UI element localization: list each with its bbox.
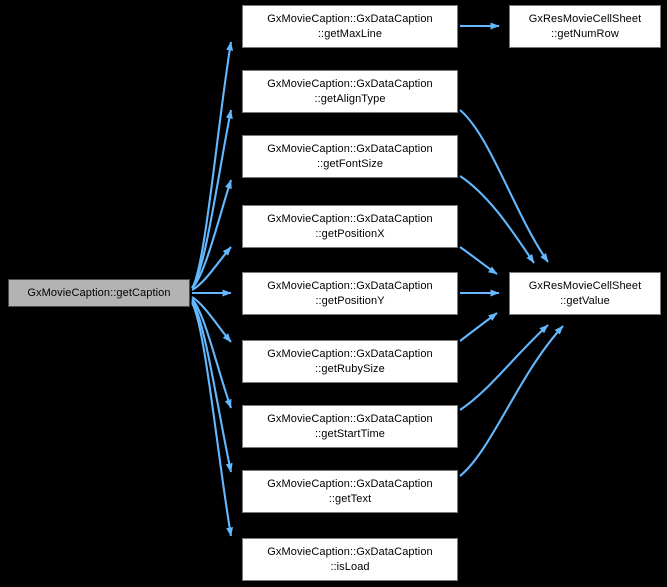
node-label-line1: GxResMovieCellSheet: [528, 279, 642, 292]
node-label-line2: ::isLoad: [330, 560, 370, 573]
edge-getPositionX-to-getValue: [459, 246, 498, 275]
node-getPositionY[interactable]: GxMovieCaption::GxDataCaption::getPositi…: [242, 272, 458, 315]
node-getRubySize[interactable]: GxMovieCaption::GxDataCaption::getRubySi…: [242, 340, 458, 383]
node-label-line1: GxMovieCaption::GxDataCaption: [267, 142, 433, 155]
edge-root-to-isLoad: [191, 302, 234, 537]
node-label-line1: GxMovieCaption::GxDataCaption: [267, 12, 433, 25]
node-label-line1: GxMovieCaption::GxDataCaption: [267, 545, 433, 558]
node-label-line2: ::getFontSize: [316, 157, 384, 170]
edge-root-to-getStartTime: [191, 298, 232, 409]
node-root[interactable]: GxMovieCaption::getCaption: [8, 279, 190, 307]
node-label-line1: GxResMovieCellSheet: [528, 12, 642, 25]
node-getMaxLine[interactable]: GxMovieCaption::GxDataCaption::getMaxLin…: [242, 5, 458, 48]
node-label-line2: ::getPositionY: [315, 294, 385, 307]
node-label-line2: ::getMaxLine: [317, 27, 383, 40]
node-getFontSize[interactable]: GxMovieCaption::GxDataCaption::getFontSi…: [242, 135, 458, 178]
node-label-line2: ::getPositionX: [315, 227, 385, 240]
node-label-line2: ::getNumRow: [551, 27, 619, 40]
node-label-line1: GxMovieCaption::GxDataCaption: [267, 279, 433, 292]
edge-root-to-getPositionX: [191, 246, 232, 291]
edge-getText-to-getValue: [459, 325, 564, 477]
node-label-line1: GxMovieCaption::GxDataCaption: [267, 477, 433, 490]
node-getPositionX[interactable]: GxMovieCaption::GxDataCaption::getPositi…: [242, 205, 458, 248]
edge-getAlignType-to-getValue: [459, 109, 549, 263]
node-label-line2: ::getText: [328, 492, 372, 505]
node-getNumRow[interactable]: GxResMovieCellSheet::getNumRow: [509, 5, 661, 48]
node-label-line1: GxMovieCaption::GxDataCaption: [267, 212, 433, 225]
node-label-line1: GxMovieCaption::GxDataCaption: [267, 347, 433, 360]
node-label-line2: ::getRubySize: [315, 362, 385, 375]
node-getAlignType[interactable]: GxMovieCaption::GxDataCaption::getAlignT…: [242, 70, 458, 113]
edge-getRubySize-to-getValue: [459, 312, 498, 342]
node-getStartTime[interactable]: GxMovieCaption::GxDataCaption::getStartT…: [242, 405, 458, 448]
edge-getFontSize-to-getValue: [459, 175, 535, 264]
node-label-line2: ::getStartTime: [314, 427, 386, 440]
edge-getStartTime-to-getValue: [459, 324, 549, 411]
node-label-line1: GxMovieCaption::GxDataCaption: [267, 412, 433, 425]
node-getText[interactable]: GxMovieCaption::GxDataCaption::getText: [242, 470, 458, 513]
node-label-line1: GxMovieCaption::getCaption: [27, 286, 171, 299]
edge-root-to-getRubySize: [191, 296, 232, 343]
edge-root-to-getFontSize: [191, 179, 232, 289]
edge-root-to-getAlignType: [191, 109, 233, 289]
node-label-line2: ::getAlignType: [314, 92, 386, 105]
edge-root-to-getText: [191, 300, 233, 473]
node-label-line1: GxMovieCaption::GxDataCaption: [267, 77, 433, 90]
node-isLoad[interactable]: GxMovieCaption::GxDataCaption::isLoad: [242, 538, 458, 581]
node-label-line2: ::getValue: [560, 294, 610, 307]
node-getValue[interactable]: GxResMovieCellSheet::getValue: [509, 272, 661, 315]
edge-root-to-getMaxLine: [191, 41, 234, 289]
